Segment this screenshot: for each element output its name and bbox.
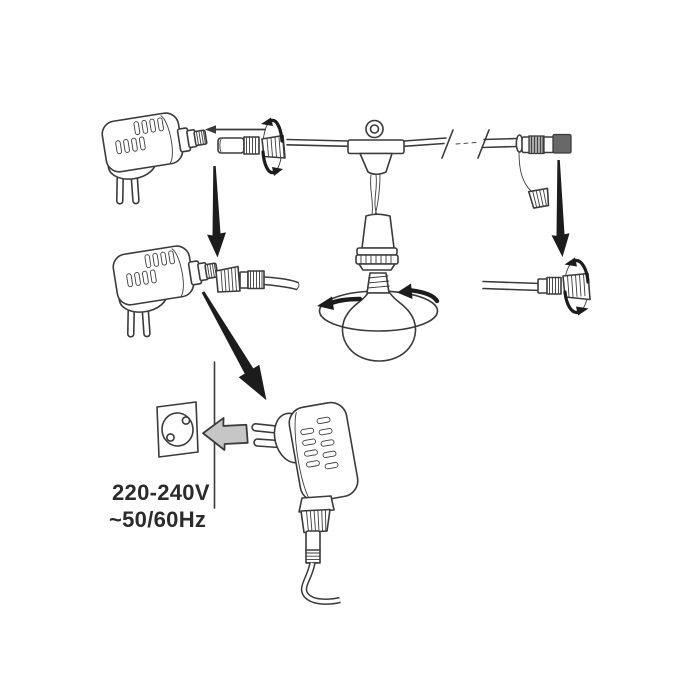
step-down-arrow-right [551,160,570,257]
knurl-lines [306,509,327,533]
outlet-hole [181,416,191,425]
hanging-ring-hole [369,124,380,134]
knurl-lines [531,136,544,154]
bulb-rotation-band-front [318,310,439,332]
vent-slots [300,416,339,470]
cap-strap [518,151,532,192]
coupling-nut [261,134,286,159]
bulb-rotate-arrow-right [397,283,440,304]
strain-relief [298,495,335,513]
insert-direction-arrow [205,125,266,134]
screw-threads [367,275,390,289]
socket-collar [356,247,398,256]
connected-coupling [215,265,300,293]
connector-stem [305,530,321,553]
adapter-face-line [294,412,311,500]
outlet-hole [166,433,175,442]
knurl-lines [567,273,586,298]
socket-wires [370,174,381,216]
cable-continuation-dashes [455,142,477,145]
bulb-rotate-arrow-left [317,296,363,310]
end-connector-cap [552,133,572,154]
adapter-body [288,401,359,502]
string-cable [286,137,541,292]
power-adapter-bottom [251,401,359,605]
end-connector-capped [537,272,591,301]
power-adapter-top [99,106,216,209]
protective-cap [527,187,550,209]
lamp-holder [347,119,405,271]
socket-shell [361,213,395,249]
adapter-cable [263,276,299,284]
string-end-connector [515,133,572,209]
socket-lip [358,263,396,271]
power-adapter-connected [110,239,227,342]
voltage-label: 220-240V [112,480,210,505]
bulb-glass [341,292,417,362]
socket-ribs [360,255,392,264]
step-diagonal-arrow [201,291,267,401]
light-bulb [341,272,417,362]
wall-outlet [156,401,199,458]
cable-break-mark [441,129,454,159]
cable-break-mark [477,129,490,159]
tee-neck [359,152,393,176]
step-down-arrow-left [207,166,226,258]
rotate-arrow [563,257,590,316]
knurl-lines [220,266,237,293]
rotate-arrow [261,117,284,176]
socket-ribbed-ring [355,254,399,265]
plug-in-direction-arrow [202,417,249,451]
power-cord-inner [302,562,341,604]
cable-tee-body [347,139,405,155]
cable-plug-connector [217,136,260,155]
frequency-label: ~50/60Hz [109,507,206,532]
